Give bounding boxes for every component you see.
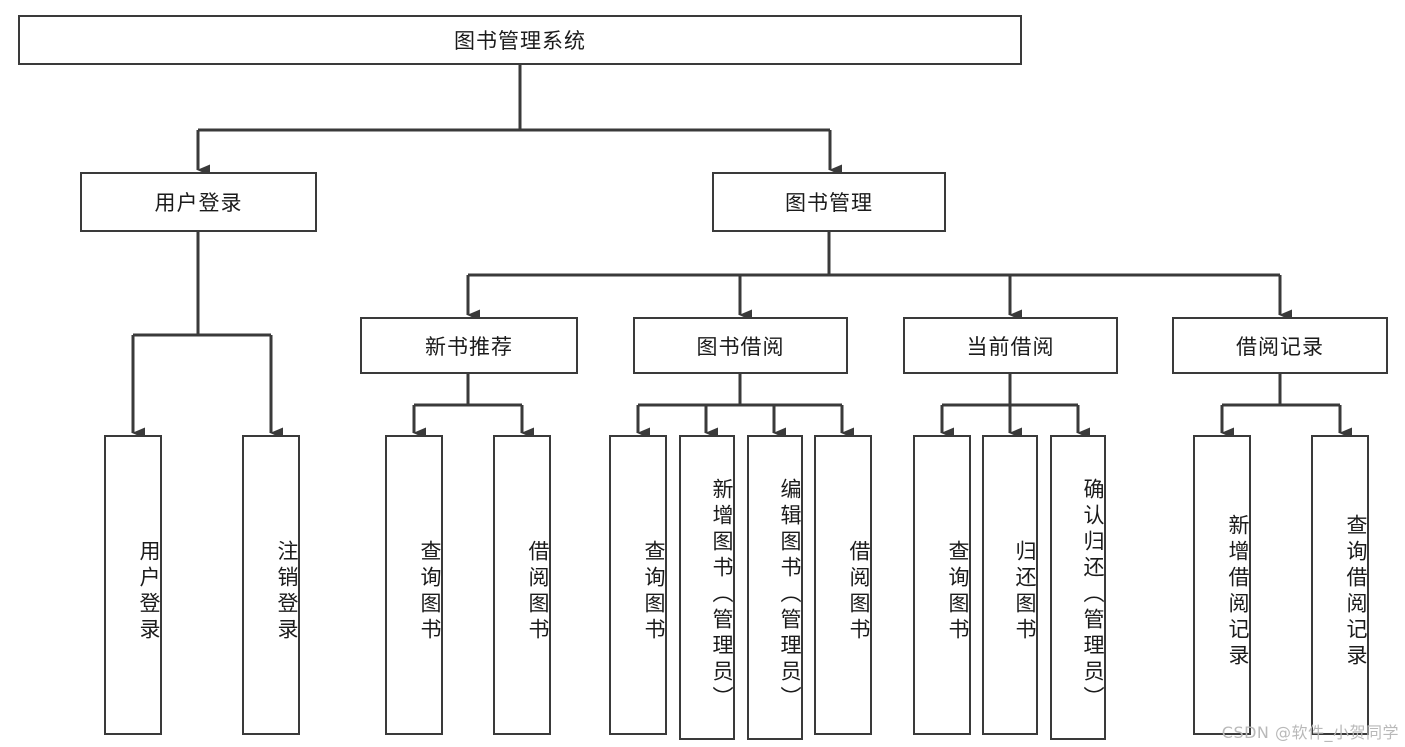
node-new-book-recommend[interactable]: 新书推荐 <box>360 317 578 374</box>
leaf-query-borrow-record[interactable]: 查询借阅记录 <box>1311 435 1369 735</box>
leaf-confirm-return-admin[interactable]: 确认归还（管理员） <box>1050 435 1106 740</box>
leaf-borrow-book-borrow[interactable]: 借阅图书 <box>814 435 872 735</box>
leaf-borrow-book-recommend[interactable]: 借阅图书 <box>493 435 551 735</box>
leaf-query-book-current[interactable]: 查询图书 <box>913 435 971 735</box>
leaf-edit-book-admin[interactable]: 编辑图书（管理员） <box>747 435 803 740</box>
leaf-logout[interactable]: 注销登录 <box>242 435 300 735</box>
node-book-borrow[interactable]: 图书借阅 <box>633 317 848 374</box>
node-user-login[interactable]: 用户登录 <box>80 172 317 232</box>
leaf-query-book-recommend[interactable]: 查询图书 <box>385 435 443 735</box>
node-borrow-record[interactable]: 借阅记录 <box>1172 317 1388 374</box>
watermark: CSDN @软件_小贺同学 <box>1221 723 1399 742</box>
node-root-book-management-system[interactable]: 图书管理系统 <box>18 15 1022 65</box>
node-current-borrow[interactable]: 当前借阅 <box>903 317 1118 374</box>
leaf-query-book-borrow[interactable]: 查询图书 <box>609 435 667 735</box>
leaf-user-login[interactable]: 用户登录 <box>104 435 162 735</box>
leaf-add-book-admin[interactable]: 新增图书（管理员） <box>679 435 735 740</box>
node-book-management[interactable]: 图书管理 <box>712 172 946 232</box>
leaf-add-borrow-record[interactable]: 新增借阅记录 <box>1193 435 1251 735</box>
leaf-return-book[interactable]: 归还图书 <box>982 435 1038 735</box>
